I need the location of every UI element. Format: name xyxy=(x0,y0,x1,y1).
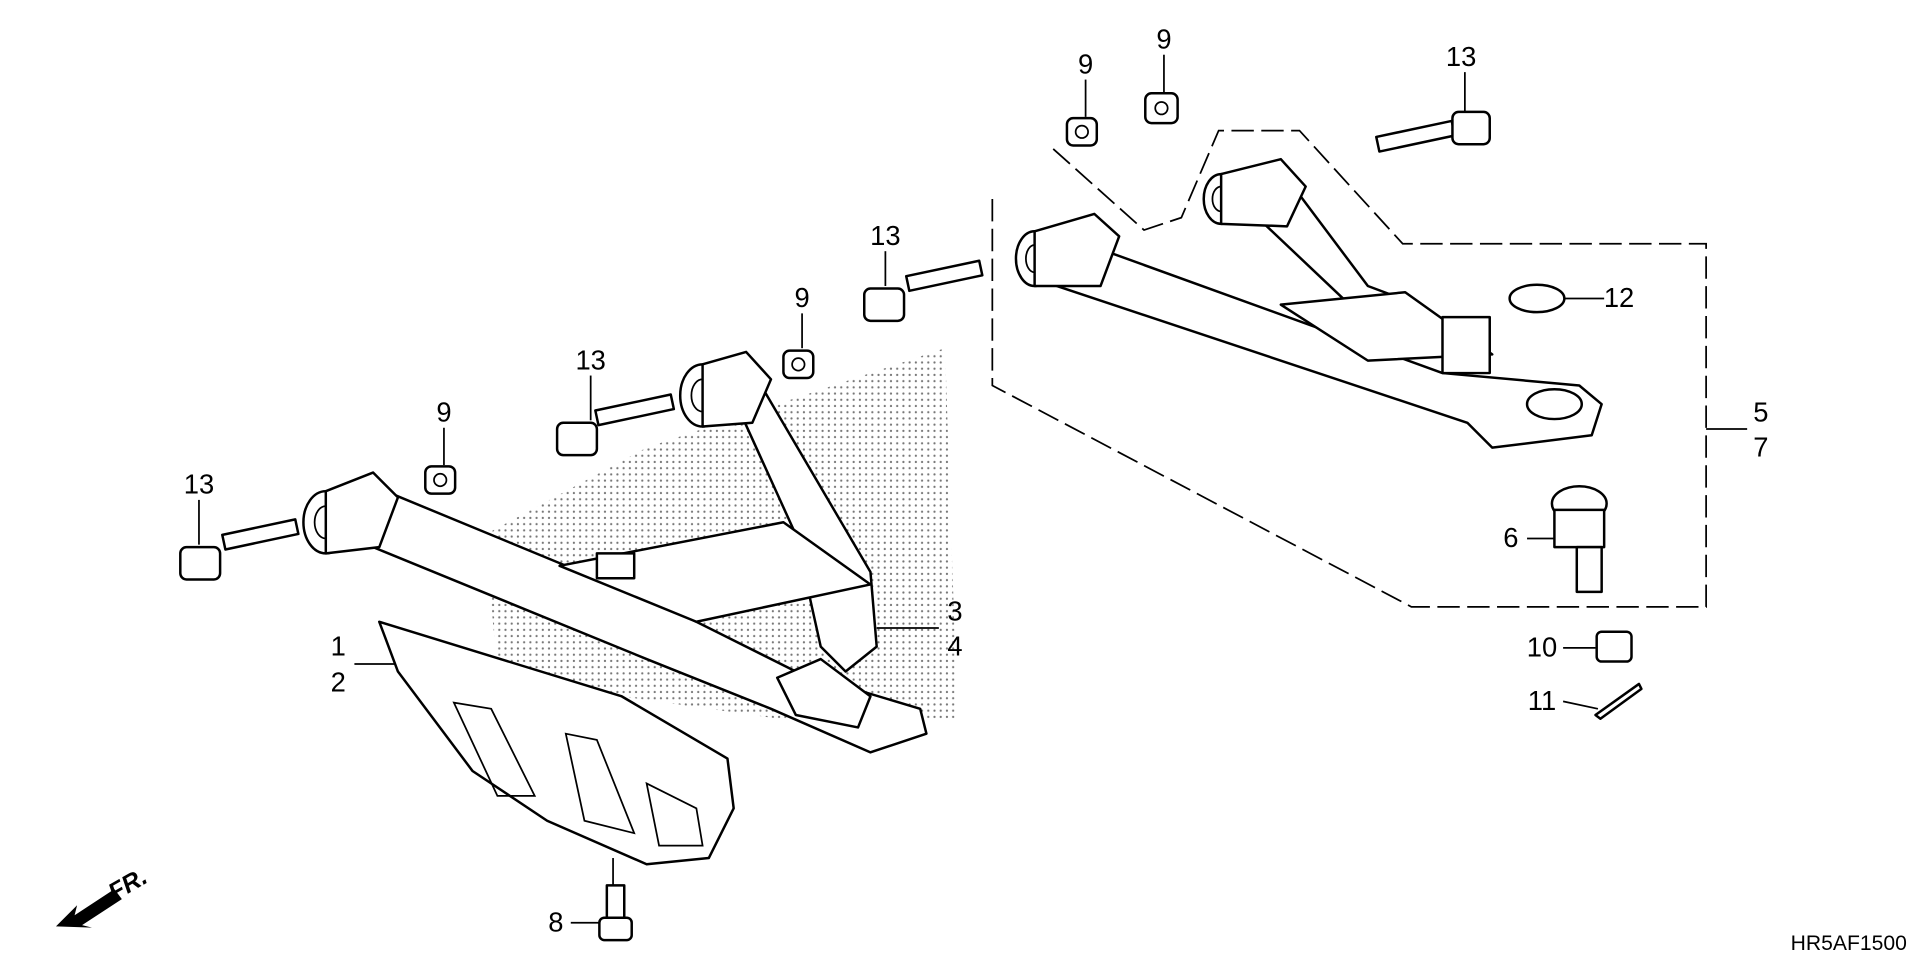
callout-10[interactable]: 10 xyxy=(1527,632,1557,663)
assembly-outline xyxy=(991,129,1707,608)
callout-13a[interactable]: 13 xyxy=(184,469,214,500)
callout-9b[interactable]: 9 xyxy=(794,282,809,313)
callout-9d[interactable]: 9 xyxy=(1156,23,1171,54)
leader-lines xyxy=(198,54,1748,924)
ball-joint-6[interactable] xyxy=(1550,484,1608,594)
callout-9c[interactable]: 9 xyxy=(1078,48,1093,79)
upper-arm[interactable] xyxy=(1014,157,1603,449)
castle-nut-10[interactable] xyxy=(1595,630,1633,663)
callout-1[interactable]: 1 xyxy=(331,630,346,661)
callout-2[interactable]: 2 xyxy=(331,666,346,697)
bolt-13[interactable] xyxy=(555,393,676,457)
diagram-code: HR5AF1500 xyxy=(1791,932,1907,955)
bolt-13[interactable] xyxy=(179,518,300,581)
callout-13c[interactable]: 13 xyxy=(870,220,900,251)
callout-6[interactable]: 6 xyxy=(1503,522,1518,553)
skid-plate[interactable] xyxy=(378,620,735,866)
nut-9[interactable] xyxy=(1144,92,1179,125)
bolt-13[interactable] xyxy=(863,259,984,323)
callout-9a[interactable]: 9 xyxy=(436,397,451,428)
nut-9[interactable] xyxy=(782,349,815,380)
bolt-13[interactable] xyxy=(1375,110,1491,153)
nut-9[interactable] xyxy=(1065,116,1099,147)
callout-8[interactable]: 8 xyxy=(548,906,563,937)
bolt-8[interactable] xyxy=(598,884,633,942)
front-arrow-icon xyxy=(55,889,122,928)
circlip-12[interactable] xyxy=(1508,283,1566,314)
callout-13b[interactable]: 13 xyxy=(575,344,605,375)
nut-9[interactable] xyxy=(424,465,457,495)
cotter-pin-11[interactable] xyxy=(1594,682,1643,720)
callout-12[interactable]: 12 xyxy=(1604,282,1634,313)
callout-13d[interactable]: 13 xyxy=(1446,41,1476,72)
callout-11[interactable]: 11 xyxy=(1528,685,1556,716)
lower-arm[interactable] xyxy=(302,350,928,754)
callout-5[interactable]: 5 xyxy=(1753,397,1768,428)
callout-3[interactable]: 3 xyxy=(947,596,962,627)
callout-7[interactable]: 7 xyxy=(1753,431,1768,462)
callout-4[interactable]: 4 xyxy=(947,630,962,661)
